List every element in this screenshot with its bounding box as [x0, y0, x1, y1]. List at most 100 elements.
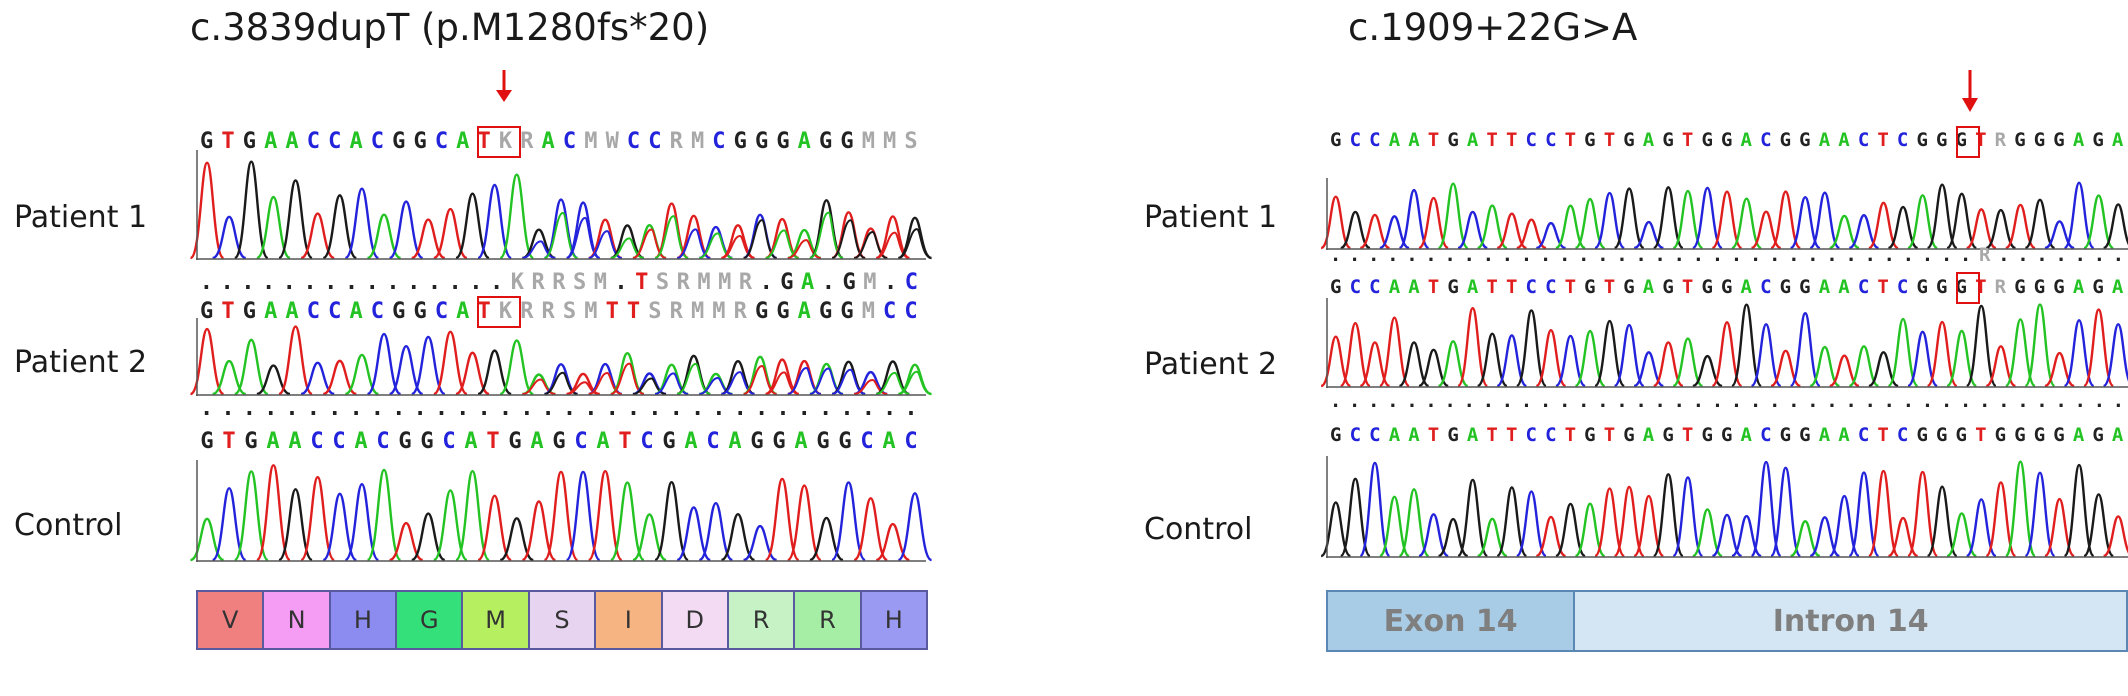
trace-peak [477, 183, 512, 260]
base-letter: G [1955, 278, 1967, 297]
base-letter: T [1564, 278, 1577, 297]
trace-peak [2102, 515, 2128, 558]
trace-peak [189, 161, 225, 260]
base-letter: T [1975, 426, 1987, 445]
dot-mark: . [712, 398, 726, 420]
base-letter: T [1486, 131, 1498, 150]
dot-mark: . [1425, 246, 1437, 265]
base-letter: A [354, 431, 368, 453]
dot-mark: . [861, 398, 875, 420]
dot-mark: . [1482, 246, 1495, 265]
dot-mark: . [324, 272, 338, 294]
trace-peak [1769, 466, 1802, 558]
dot-mark: . [1368, 392, 1380, 411]
trace-peak [1907, 330, 1938, 388]
base-letter: G [200, 301, 214, 323]
trace-peak [1731, 197, 1762, 250]
trace-peak [1398, 188, 1430, 250]
trace-peak [875, 215, 910, 260]
trace-peak [1496, 212, 1528, 250]
dot-mark: . [904, 398, 918, 420]
trace-peak [1829, 214, 1860, 250]
dot-mark: . [2074, 392, 2086, 411]
trace-peak-overlap [721, 234, 755, 259]
trace-peak [344, 187, 380, 260]
dot-mark: . [477, 398, 491, 420]
trace-peak [1340, 210, 1371, 250]
trace-peak [765, 358, 800, 396]
base-letter: C [712, 131, 726, 153]
base-letter: A [1740, 131, 1752, 150]
base-letter: G [2014, 131, 2026, 150]
trace-peak [1418, 513, 1449, 558]
base-letter: G [838, 431, 852, 453]
dot-mark: . [2093, 246, 2106, 265]
trace-peak [1456, 306, 1489, 388]
base-letter: T [1564, 426, 1577, 445]
base-letter: C [376, 431, 390, 453]
base-letter: C [904, 301, 918, 323]
base-letter: C [1349, 426, 1362, 445]
base-letter: G [1584, 426, 1596, 445]
base-letter: M [861, 131, 875, 153]
trace-peak [830, 481, 867, 562]
trace-peak [2004, 318, 2037, 388]
base-letter: T [1505, 278, 1518, 297]
base-letter: G [413, 131, 427, 153]
base-letter: M [690, 301, 705, 323]
base-letter: G [1936, 278, 1948, 297]
base-letter: C [904, 431, 918, 453]
base-letter: G [1779, 131, 1792, 150]
dot-mark: . [883, 398, 897, 420]
trace-peak [1926, 320, 1959, 388]
dot-mark: . [1539, 392, 1552, 411]
dot-mark: . [221, 398, 235, 420]
dot-mark: . [1673, 392, 1685, 411]
base-letter: G [1662, 426, 1674, 445]
trace-peak [2063, 463, 2095, 558]
left-label-patient-1: Patient 1 [14, 200, 148, 235]
trace-peak [477, 349, 512, 396]
dot-mark: . [2093, 392, 2106, 411]
trace-peak [1711, 321, 1743, 388]
base-letter: M [861, 301, 875, 323]
dot-mark: . [584, 398, 598, 420]
base-letter: A [1838, 278, 1850, 297]
trace-peak [189, 327, 225, 396]
trace-peak [1378, 495, 1411, 558]
base-letter: G [1799, 278, 1811, 297]
trace-peak-overlap [765, 229, 800, 259]
base-letter: A [349, 301, 363, 323]
trace-peak [1946, 512, 1978, 558]
base-letter: A [285, 301, 299, 323]
trace-peak [277, 179, 314, 260]
dot-mark: . [282, 272, 296, 294]
base-letter: G [1623, 131, 1635, 150]
dot-mark: . [2017, 246, 2029, 265]
base-letter: C [1857, 278, 1870, 297]
dot-mark: . [1501, 246, 1514, 265]
base-letter: T [1877, 131, 1889, 150]
base-letter: G [1936, 426, 1948, 445]
base-letter: A [2111, 131, 2124, 150]
trace-peak [1476, 204, 1508, 250]
base-letter: G [1584, 278, 1596, 297]
base-letter: G [1916, 426, 1928, 445]
dot-mark: . [1998, 246, 2010, 265]
trace-peak [786, 484, 823, 562]
base-letter: C [332, 431, 346, 453]
base-letter: T [1427, 426, 1440, 445]
base-letter: G [733, 131, 747, 153]
trace-peak [366, 468, 402, 562]
base-letter: C [574, 431, 588, 453]
base-letter: G [776, 301, 790, 323]
trace-peak [322, 492, 358, 562]
base-letter: A [1818, 278, 1831, 297]
dot-mark: . [407, 272, 421, 294]
left-mutation-box-1 [477, 126, 521, 158]
trace-peak [1418, 348, 1449, 388]
base-letter: G [552, 431, 566, 453]
trace-peak [1632, 494, 1665, 558]
left-panel: c.3839dupT (p.M1280fs*20) Patient 1 Pati… [0, 0, 1000, 696]
